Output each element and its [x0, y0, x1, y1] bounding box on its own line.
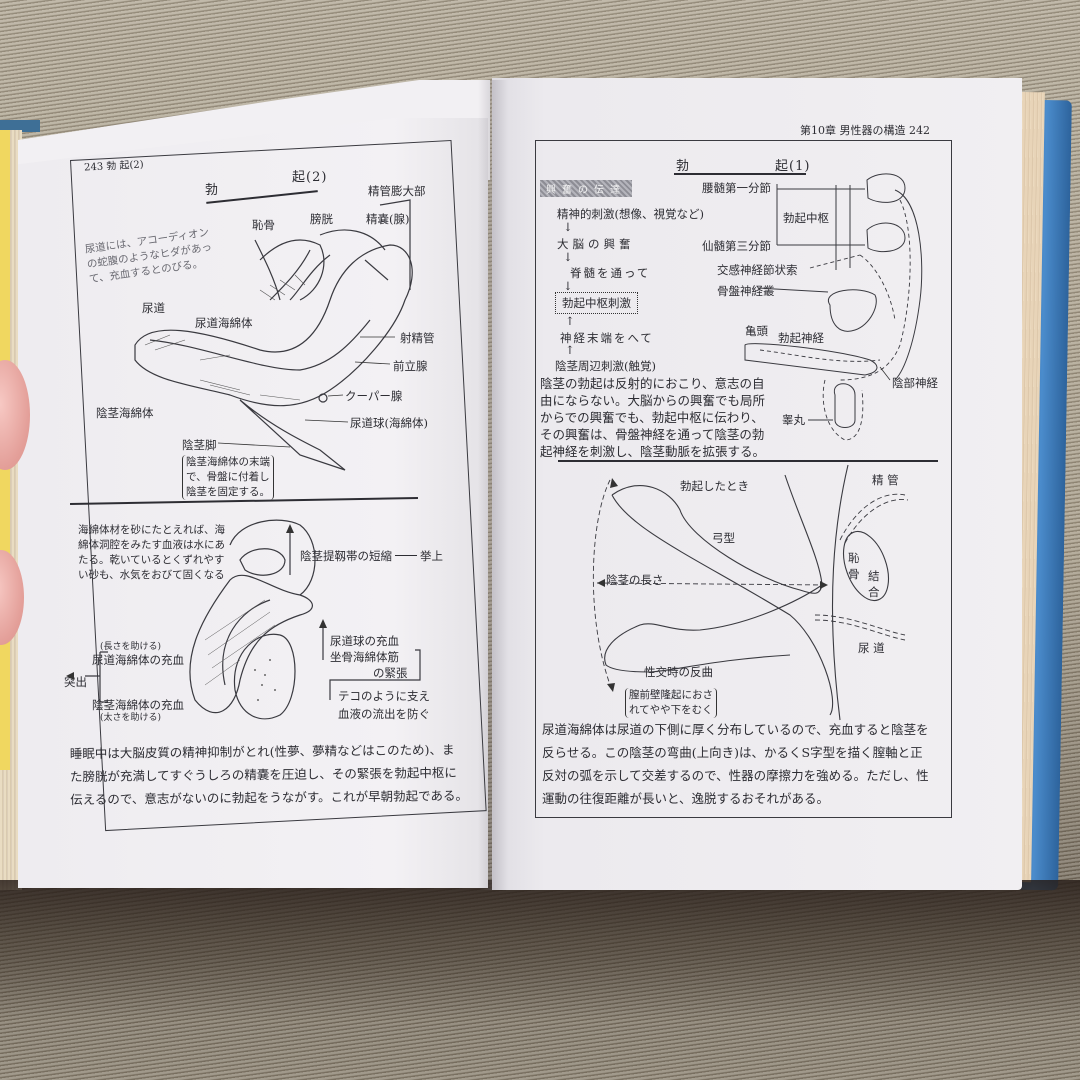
label-bladder: 膀胱 — [310, 212, 333, 226]
label-bulb-fill: 尿道球の充血 — [330, 634, 399, 648]
reflex-paragraph: 陰茎の勃起は反射的におこり、意志の自 由にならない。大脳からの興奮でも局所 から… — [540, 376, 766, 459]
flow-step-6: 陰茎周辺刺激(触覚) — [555, 359, 656, 373]
label-glans: 亀頭 — [745, 324, 768, 338]
label-sacral: 仙髄第三分節 — [702, 239, 771, 253]
left-title-right: 起(2) — [292, 170, 328, 185]
book-cover-left — [0, 120, 40, 132]
right-title-left: 勃 — [676, 159, 691, 174]
label-lift: 挙上 — [420, 549, 443, 563]
label-seminal-ampulla: 精管膨大部 — [368, 184, 426, 198]
flow-step-1: 精神的刺激(想像、視覚など) — [557, 207, 704, 221]
label-ejaculatory-duct: 射精管 — [400, 331, 435, 345]
label-urethra: 尿道 — [142, 301, 165, 315]
label-ischio-2: の緊張 — [373, 666, 408, 680]
flow-arrow-2: ↓ — [563, 250, 573, 264]
label-corpus-spongiosum: 尿道海綿体 — [195, 316, 253, 330]
label-testis: 睾丸 — [782, 413, 805, 427]
right-divider — [558, 460, 938, 462]
label-cowper-gland: クーパー腺 — [345, 389, 403, 403]
label-spongiosum-sub: (長さを助ける) — [100, 642, 162, 652]
label-urethra-right: 尿 道 — [858, 641, 885, 655]
label-erect: 勃起したとき — [680, 479, 749, 493]
label-crus: 陰茎脚 — [182, 438, 217, 452]
label-pelvic: 骨盤神経叢 — [717, 284, 775, 298]
label-cavernosum-sub: (太さを助ける) — [100, 713, 162, 723]
right-paragraph: 尿道海綿体は尿道の下側に厚く分布しているので、充血すると陰茎を 反らせる。この陰… — [542, 722, 929, 806]
label-ischio-1: 坐骨海綿体筋 — [330, 650, 399, 664]
label-pudendal: 陰部神経 — [892, 376, 938, 390]
label-spongiosum-fill: 尿道海綿体の充血 — [92, 653, 184, 667]
flow-step-5: 神経末端をへて — [560, 331, 654, 345]
right-frame — [535, 140, 952, 818]
label-support-2: 血液の流出を防ぐ — [338, 707, 430, 721]
label-prostate: 前立腺 — [393, 359, 428, 373]
right-title-underline — [674, 173, 806, 175]
flow-arrow-5: ↑ — [565, 343, 575, 357]
label-support-1: テコのように支え — [338, 689, 430, 703]
flow-step-2: 大脳の興奮 — [557, 237, 635, 251]
sand-note: 海綿体材を砂にたとえれば、海 綿体洞腔をみたす血液は水にあ たる。乾いているとく… — [78, 524, 225, 581]
label-protrude: 突出 — [64, 675, 87, 689]
label-erectile-nerve: 勃起神経 — [778, 331, 824, 345]
label-cavernosum-fill: 陰茎海綿体の充血 — [92, 698, 184, 712]
label-symphysis-1: 恥骨 — [848, 551, 860, 581]
label-symphysis-2: 結合 — [868, 569, 880, 599]
flow-header: 興奮の伝達 — [540, 180, 632, 197]
label-coitus: 性交時の反曲 — [644, 665, 713, 679]
label-corpus-cavernosum: 陰茎海綿体 — [96, 406, 154, 420]
label-suspensory: 陰茎提靱帯の短縮 — [300, 549, 392, 563]
flow-step-4: 勃起中枢刺激 — [555, 292, 638, 314]
flow-arrow-4: ↑ — [565, 314, 575, 328]
label-lumbar: 腰髄第一分節 — [702, 181, 771, 195]
label-pubis: 恥骨 — [252, 218, 275, 232]
right-running-header: 第10章 男性器の構造 242 — [800, 124, 930, 137]
right-title-right: 起(1) — [775, 159, 811, 174]
label-bow: 弓型 — [712, 531, 735, 545]
label-vas: 精 管 — [872, 473, 899, 487]
vaginal-note: 膣前壁隆起におさ れてやや下をむく — [625, 688, 717, 718]
lift-line — [395, 555, 417, 556]
crus-note: 陰茎海綿体の末端 で、骨盤に付着し 陰茎を固定する。 — [182, 455, 274, 500]
label-erection-center: 勃起中枢 — [783, 211, 829, 225]
flow-arrow-3: ↓ — [563, 279, 573, 293]
label-bulb: 尿道球(海綿体) — [350, 416, 428, 430]
label-sympathetic: 交感神経節状索 — [717, 263, 798, 277]
flow-arrow-1: ↓ — [563, 220, 573, 234]
left-title-left: 勃 — [205, 183, 220, 198]
right-page — [492, 78, 1022, 890]
book-gutter — [478, 80, 508, 890]
label-seminal-vesicle: 精嚢(腺) — [366, 212, 410, 226]
flow-step-3: 脊髄を通って — [570, 266, 651, 280]
book-shadow — [0, 880, 1080, 1020]
